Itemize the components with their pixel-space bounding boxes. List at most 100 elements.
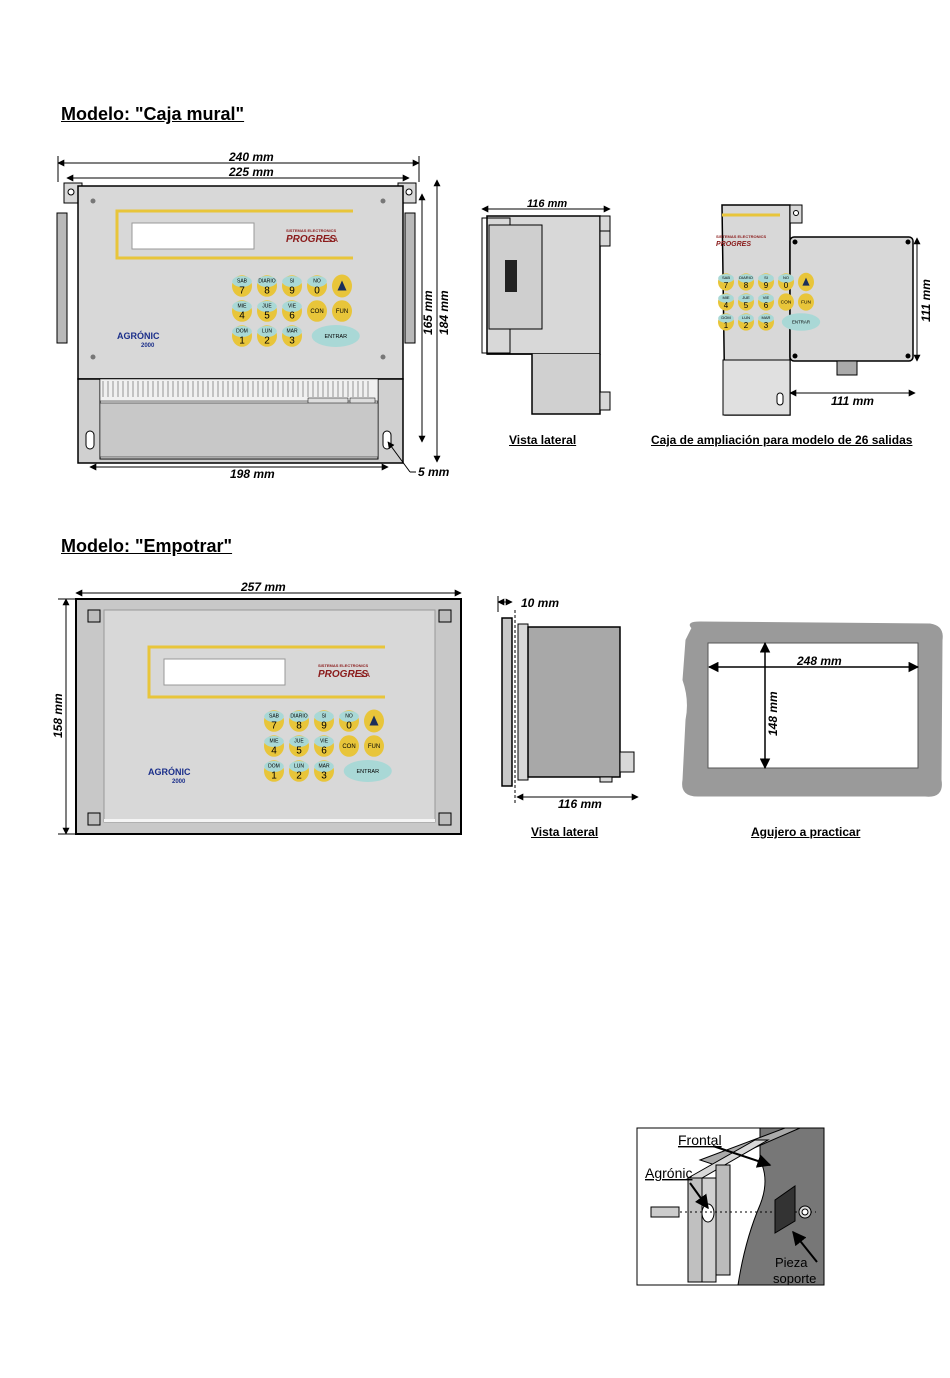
key-number: 8 <box>744 281 749 290</box>
brand-small-ext: SISTEMAS ELECTRONICS <box>716 234 767 239</box>
wall-side-view <box>481 215 611 415</box>
key-top-label: NO <box>313 279 321 285</box>
key-cap <box>264 736 284 747</box>
key-number: 9 <box>321 721 327 732</box>
key-cap <box>758 274 774 283</box>
key-top-label: MIE <box>238 304 248 310</box>
key-top-label: SAB <box>722 275 730 280</box>
key-cap <box>282 326 302 337</box>
key-top-label: DIARIO <box>290 714 307 720</box>
key-number: 0 <box>314 286 320 297</box>
dim-flush-depth: 116 mm <box>558 797 602 811</box>
mounting-detail <box>636 1127 825 1286</box>
key-top-label: VIE <box>288 304 297 310</box>
model-number-wall: 2000 <box>141 343 155 349</box>
key-number: 4 <box>271 746 277 757</box>
key-function-label: FUN <box>336 309 348 315</box>
key-top-label: SAB <box>269 714 280 720</box>
key-number: 0 <box>346 721 352 732</box>
brand-suffix-wall: S.A <box>328 238 339 244</box>
key-number: 2 <box>744 321 749 330</box>
caption-hole-to-cut: Agujero a practicar <box>751 825 861 839</box>
key-cap <box>738 274 754 283</box>
key-number: 6 <box>764 301 769 310</box>
extension-box-view <box>721 204 914 416</box>
dim-wall-width-outer: 240 mm <box>228 150 274 164</box>
key-number: 4 <box>724 301 729 310</box>
key-top-label: SI <box>764 275 768 280</box>
key-number: 6 <box>321 746 327 757</box>
arrow-up-icon <box>337 280 347 291</box>
dim-flush-frame: 10 mm <box>521 596 559 610</box>
key-number: 6 <box>289 311 295 322</box>
key-number: 1 <box>724 321 729 330</box>
enter-key <box>311 325 360 347</box>
key-cap <box>758 314 774 323</box>
key-top-label: MAR <box>762 315 771 320</box>
key-number: 8 <box>296 721 302 732</box>
caption-flush-side-view: Vista lateral <box>531 825 599 839</box>
label-agronic: Agrónic <box>645 1165 692 1181</box>
key-cap <box>289 761 309 772</box>
heading-wall-model: Modelo: "Caja mural" <box>61 104 245 124</box>
key-cap <box>738 314 754 323</box>
key-top-label: JUE <box>742 295 750 300</box>
dim-ext-height: 111 mm <box>919 279 933 322</box>
key-top-label: LUN <box>262 329 272 335</box>
key-function-label: CON <box>310 309 323 315</box>
key-top-label: DOM <box>236 329 248 335</box>
brand-small-flush: SISTEMAS ELECTRONICS <box>318 663 369 668</box>
brand-ext: PROGRES <box>716 241 751 248</box>
wall-front-view <box>56 182 417 464</box>
dim-ext-width: 111 mm <box>831 394 874 408</box>
dim-hole-height: 148 mm <box>766 691 780 736</box>
dim-wall-height-outer: 184 mm <box>437 290 451 335</box>
key-function-label: FUN <box>368 744 380 750</box>
key-number: 1 <box>239 336 245 347</box>
key-number: 0 <box>784 281 789 290</box>
key-cap <box>264 761 284 772</box>
enter-key-label: ENTRAR <box>792 320 810 325</box>
dim-wall-side-depth: 116 mm <box>527 198 567 210</box>
key-top-label: VIE <box>320 739 329 745</box>
label-frontal: Frontal <box>678 1132 722 1148</box>
enter-key <box>343 760 392 782</box>
key-cap <box>718 294 734 303</box>
key-cap <box>282 276 302 287</box>
key-cap <box>314 736 334 747</box>
caption-wall-side-view: Vista lateral <box>509 433 577 447</box>
key-con <box>778 293 794 311</box>
model-name-flush: AGRÓNIC <box>148 766 191 777</box>
key-function-label: CON <box>342 744 355 750</box>
key-number: 3 <box>764 321 769 330</box>
model-number-flush: 2000 <box>172 779 186 785</box>
key-top-label: NO <box>345 714 353 720</box>
arrow-up-icon <box>369 715 379 726</box>
label-support-2: soporte <box>773 1271 816 1286</box>
dim-hole-width: 248 mm <box>796 654 842 668</box>
key-cap <box>257 326 277 337</box>
key-con <box>307 300 327 322</box>
dim-wall-hole-offset: 5 mm <box>418 465 450 479</box>
key-con <box>339 735 359 757</box>
key-number: 8 <box>264 286 270 297</box>
key-top-label: VIE <box>763 295 770 300</box>
brand-flush: PROGRES <box>318 669 368 680</box>
key-cap <box>778 274 794 283</box>
key-top-label: SAB <box>237 279 248 285</box>
key-top-label: SI <box>290 279 295 285</box>
key-number: 7 <box>724 281 729 290</box>
key-cap <box>232 301 252 312</box>
enter-key-label: ENTRAR <box>356 769 379 775</box>
key-number: 4 <box>239 311 245 322</box>
key-number: 7 <box>239 286 245 297</box>
key-cap <box>289 736 309 747</box>
heading-flush-model: Modelo: "Empotrar" <box>61 536 233 556</box>
key-number: 7 <box>271 721 277 732</box>
enter-key-label: ENTRAR <box>324 334 347 340</box>
key-top-label: DIARIO <box>739 275 753 280</box>
dim-flush-width: 257 mm <box>240 580 286 594</box>
